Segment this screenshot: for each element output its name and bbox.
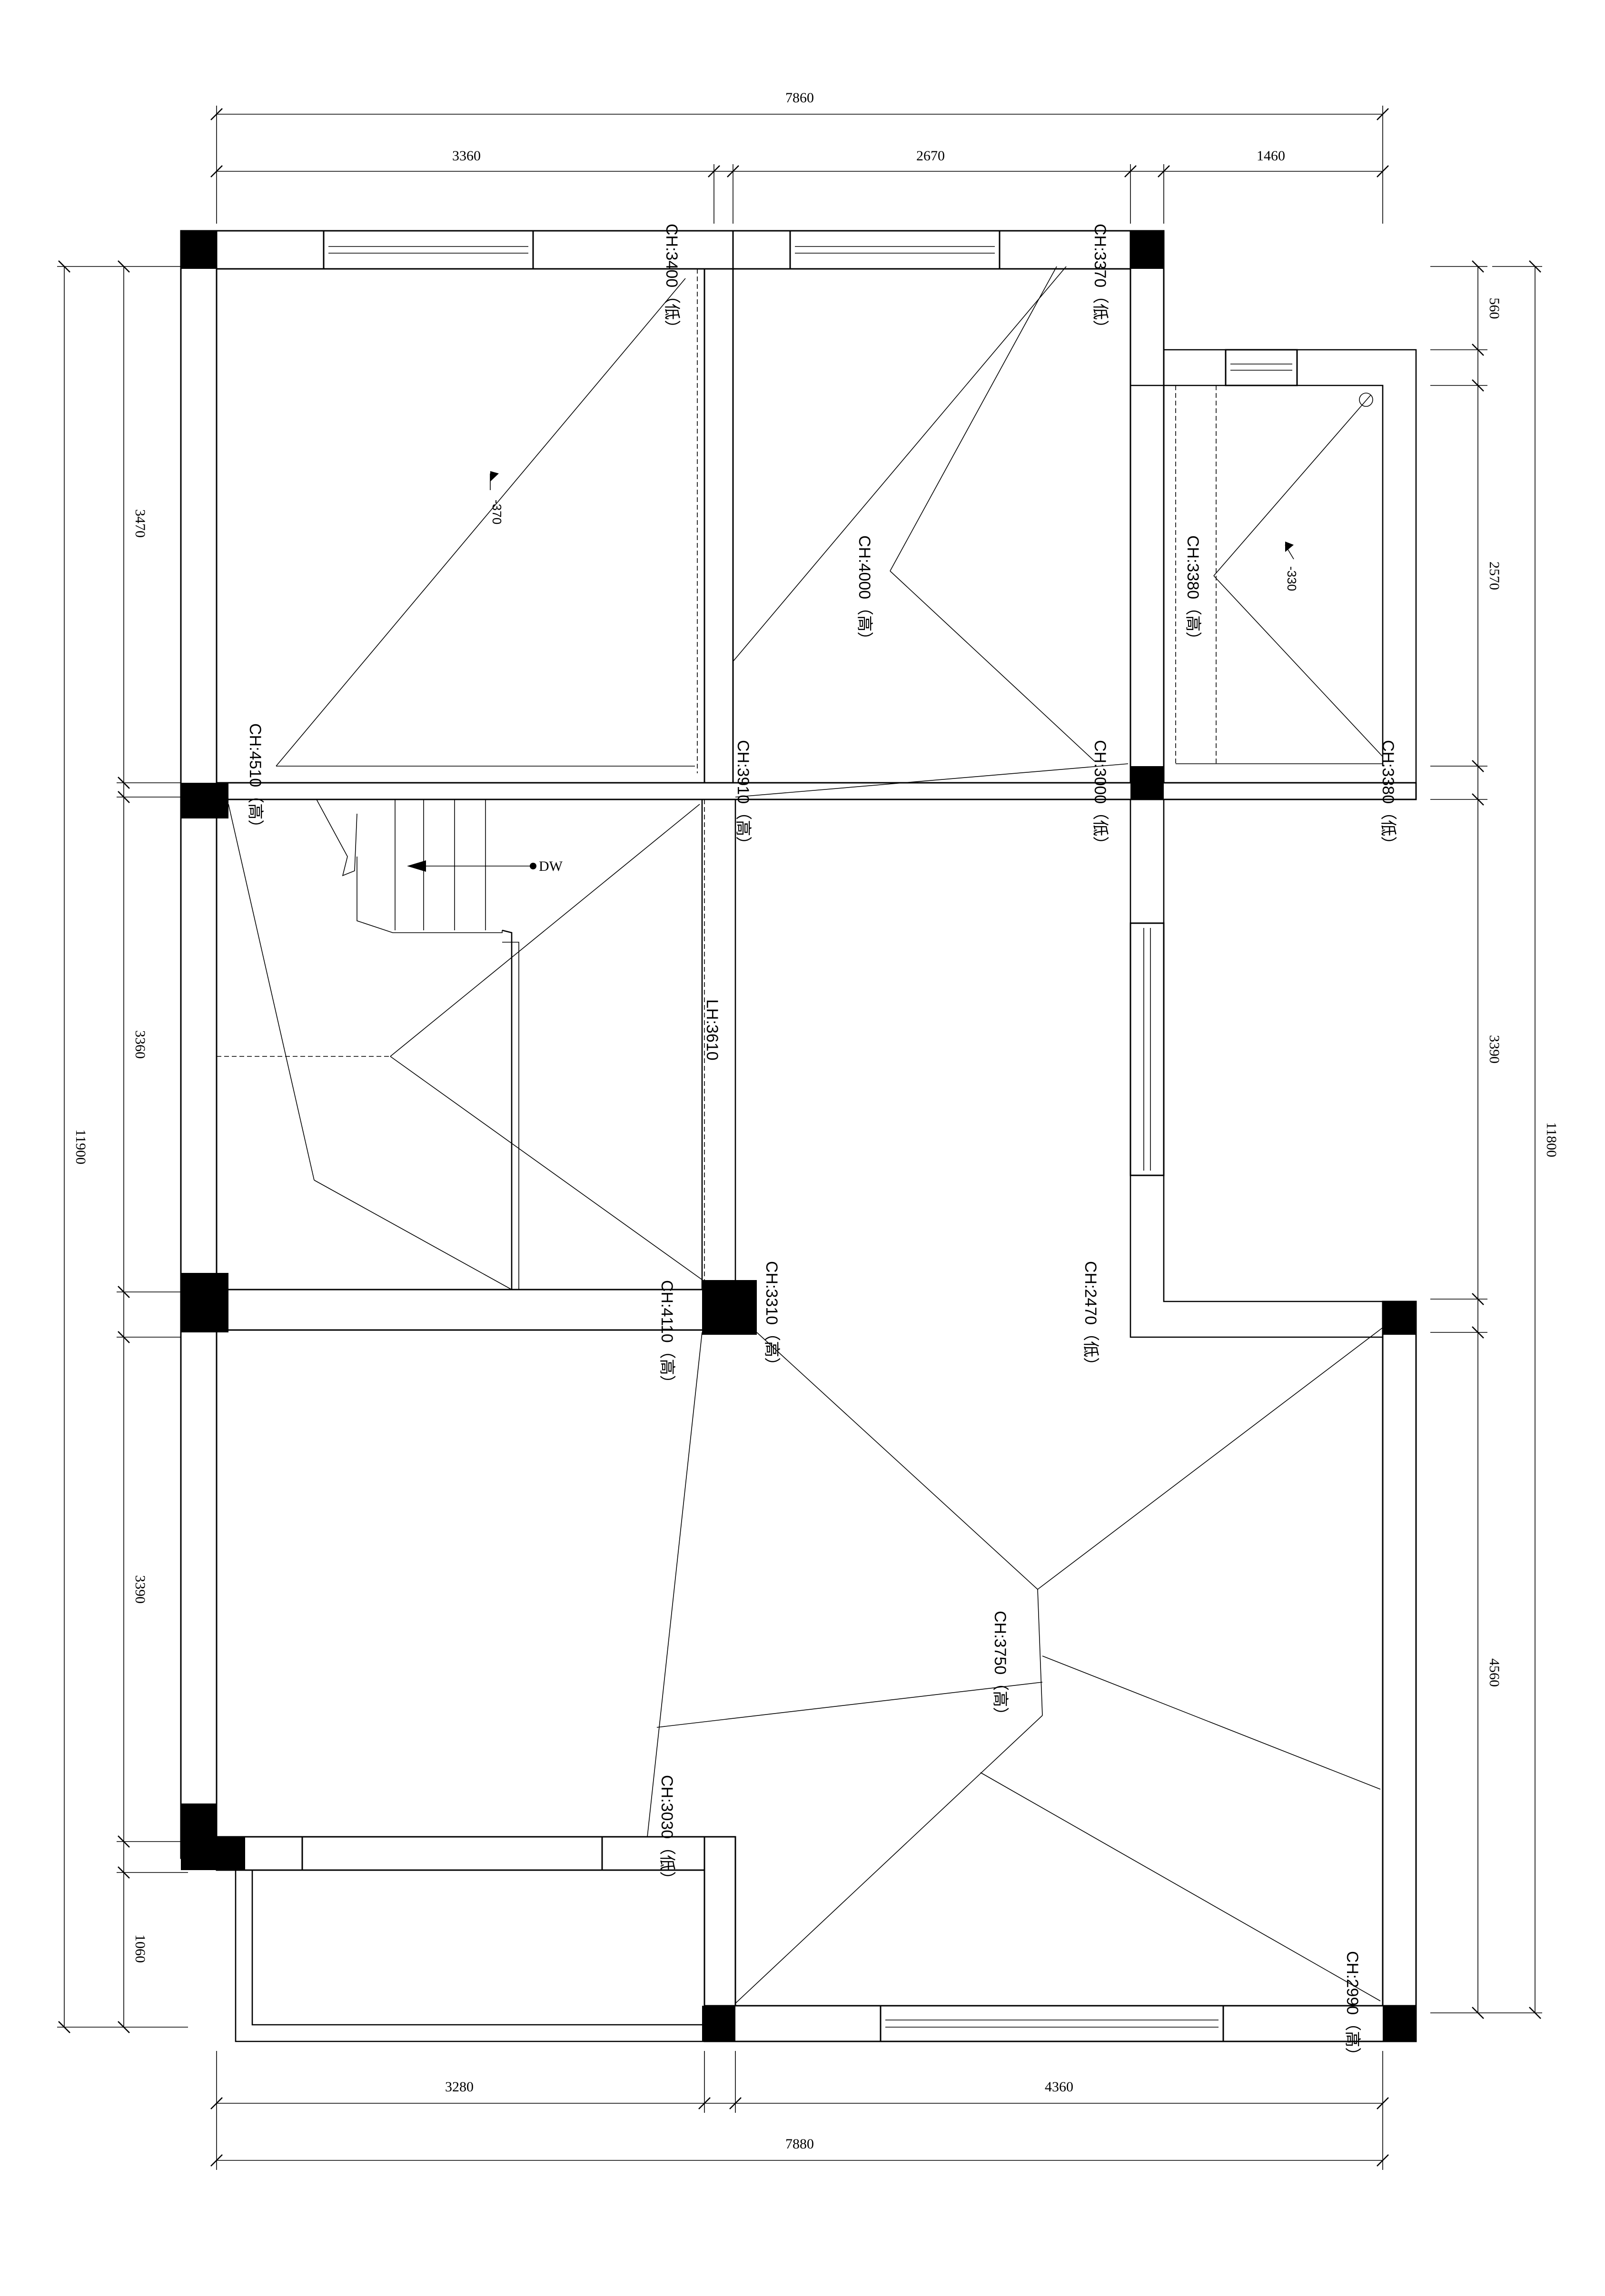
dim-right-seg2: 2570 [1486,562,1502,590]
label-ch-3910: CH:3910（高） [734,740,752,852]
level-marker-330: -330 [1285,566,1299,591]
dim-top-seg2: 2670 [916,148,945,164]
columns [181,231,1416,2041]
dimension-lines [57,106,1542,2170]
label-ch-4510: CH:4510（高） [246,723,264,836]
dim-left-seg1: 3470 [132,509,148,538]
dim-bottom-total: 7880 [785,2136,814,2152]
label-ch-4000: CH:4000（高） [855,535,873,648]
level-markers: -370 -330 [490,471,1299,591]
dim-right-seg1: 560 [1486,298,1502,319]
dim-top-seg1: 3360 [452,148,481,164]
label-ch-2990: CH:2990（高） [1343,1951,1361,2063]
level-marker-370: -370 [490,500,504,524]
label-ch-4110: CH:4110（高） [658,1280,676,1391]
label-ch-3380-low: CH:3380（低） [1379,740,1397,852]
windows [301,230,1298,2042]
walls [180,230,1417,2042]
dim-bottom-seg2: 4360 [1045,2079,1073,2095]
label-ch-3000: CH:3000（低） [1091,740,1109,852]
label-ch-3380-high: CH:3380（高） [1184,535,1202,648]
label-ch-3030: CH:3030（低） [658,1775,676,1887]
label-ch-3370: CH:3370（低） [1091,224,1109,336]
stair-direction-label: DW [539,858,563,874]
dim-top-seg3: 1460 [1257,148,1285,164]
dim-left-total: 11900 [73,1129,89,1164]
dim-bottom-seg1: 3280 [445,2079,474,2095]
dim-left-seg4: 1060 [132,1934,148,1963]
label-ch-2470: CH:2470（低） [1081,1261,1100,1373]
label-ch-3310: CH:3310（高） [763,1261,781,1373]
dim-left-seg3: 3390 [132,1575,148,1604]
dim-right-seg4: 4560 [1486,1658,1502,1687]
ceiling-lines [217,266,1383,2004]
dim-right-seg3: 3390 [1486,1035,1502,1064]
label-lh-3610: LH:3610 [703,999,721,1061]
dim-top-total: 7860 [785,90,814,106]
label-ch-3400: CH:3400（低） [663,224,681,336]
dim-right-total: 11800 [1544,1122,1559,1157]
label-ch-3750: CH:3750（高） [991,1611,1009,1723]
ceiling-annotations: CH:3400（低） CH:3370（低） CH:4000（高） CH:3380… [246,224,1397,2063]
stair: DW [316,799,563,1290]
dim-left-seg2: 3360 [132,1030,148,1059]
dimension-texts: 7860 3360 2670 1460 3280 4360 7880 11900… [73,90,1559,2152]
